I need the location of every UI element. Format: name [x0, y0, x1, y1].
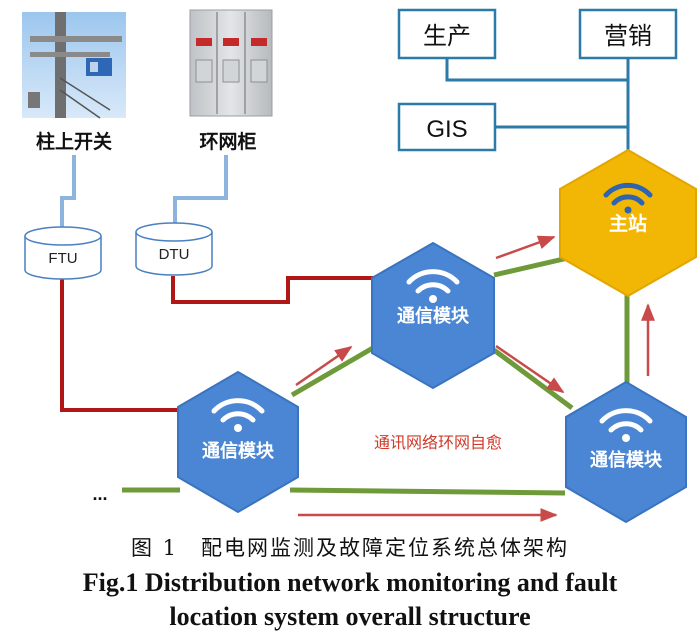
marketing-system-label: 营销 — [604, 22, 652, 50]
pole-switch-to-ftu-line — [60, 155, 76, 232]
flow-arrow-top-master — [495, 235, 556, 260]
ring-link-bottom — [289, 487, 566, 496]
comm-module-right-wifi-icon — [599, 408, 653, 442]
gis-system-box: GIS — [397, 102, 497, 152]
production-system-box: 生产 — [397, 8, 497, 60]
figure-caption-english-line1: Fig.1 Distribution network monitoring an… — [82, 568, 618, 597]
marketing-system-box: 营销 — [578, 8, 678, 60]
flow-arrow-top-right — [495, 344, 565, 394]
dtu-to-module-line — [171, 276, 374, 304]
comm-module-left-wifi-icon — [211, 398, 265, 432]
comm-module-top: 通信模块 — [371, 241, 495, 390]
ring-self-healing-label: 通讯网络环网自愈 — [374, 433, 502, 452]
pole-switch-photo — [22, 12, 126, 119]
pole-switch-label: 柱上开关 — [36, 130, 112, 153]
gis-system-label: GIS — [426, 116, 467, 143]
master-station-label: 主站 — [609, 212, 647, 235]
figure-caption-chinese: 图 1 配电网监测及故障定位系统总体架构 — [130, 536, 570, 560]
ring-link-top-master — [493, 255, 569, 278]
more-modules-ellipsis: ... — [92, 484, 107, 504]
ring-cabinet-to-dtu-line — [173, 155, 228, 232]
flow-arrow-left-top — [295, 345, 353, 387]
ftu-to-module-line — [60, 278, 182, 412]
comm-module-right-label: 通信模块 — [590, 449, 663, 471]
ring-link-left-top — [290, 342, 380, 398]
ftu-label: FTU — [48, 250, 77, 267]
comm-module-top-label: 通信模块 — [397, 305, 470, 327]
comm-module-right: 通信模块 — [565, 380, 687, 524]
production-link — [445, 58, 630, 82]
dtu-label: DTU — [159, 246, 190, 263]
ring-cabinet-photo — [189, 9, 273, 117]
dtu-terminal: DTU — [135, 222, 213, 276]
ftu-terminal: FTU — [24, 226, 102, 280]
comm-module-left: 通信模块 — [177, 370, 299, 514]
figure-caption-english-line2: location system overall structure — [169, 602, 531, 631]
master-station-node: 主站 — [559, 148, 697, 298]
ring-link-top-right — [492, 347, 574, 411]
master-station-wifi-icon — [603, 182, 653, 214]
comm-module-left-label: 通信模块 — [202, 440, 275, 462]
ring-cabinet-label: 环网柜 — [199, 131, 256, 153]
comm-module-top-wifi-icon — [406, 269, 460, 303]
production-system-label: 生产 — [423, 22, 471, 50]
